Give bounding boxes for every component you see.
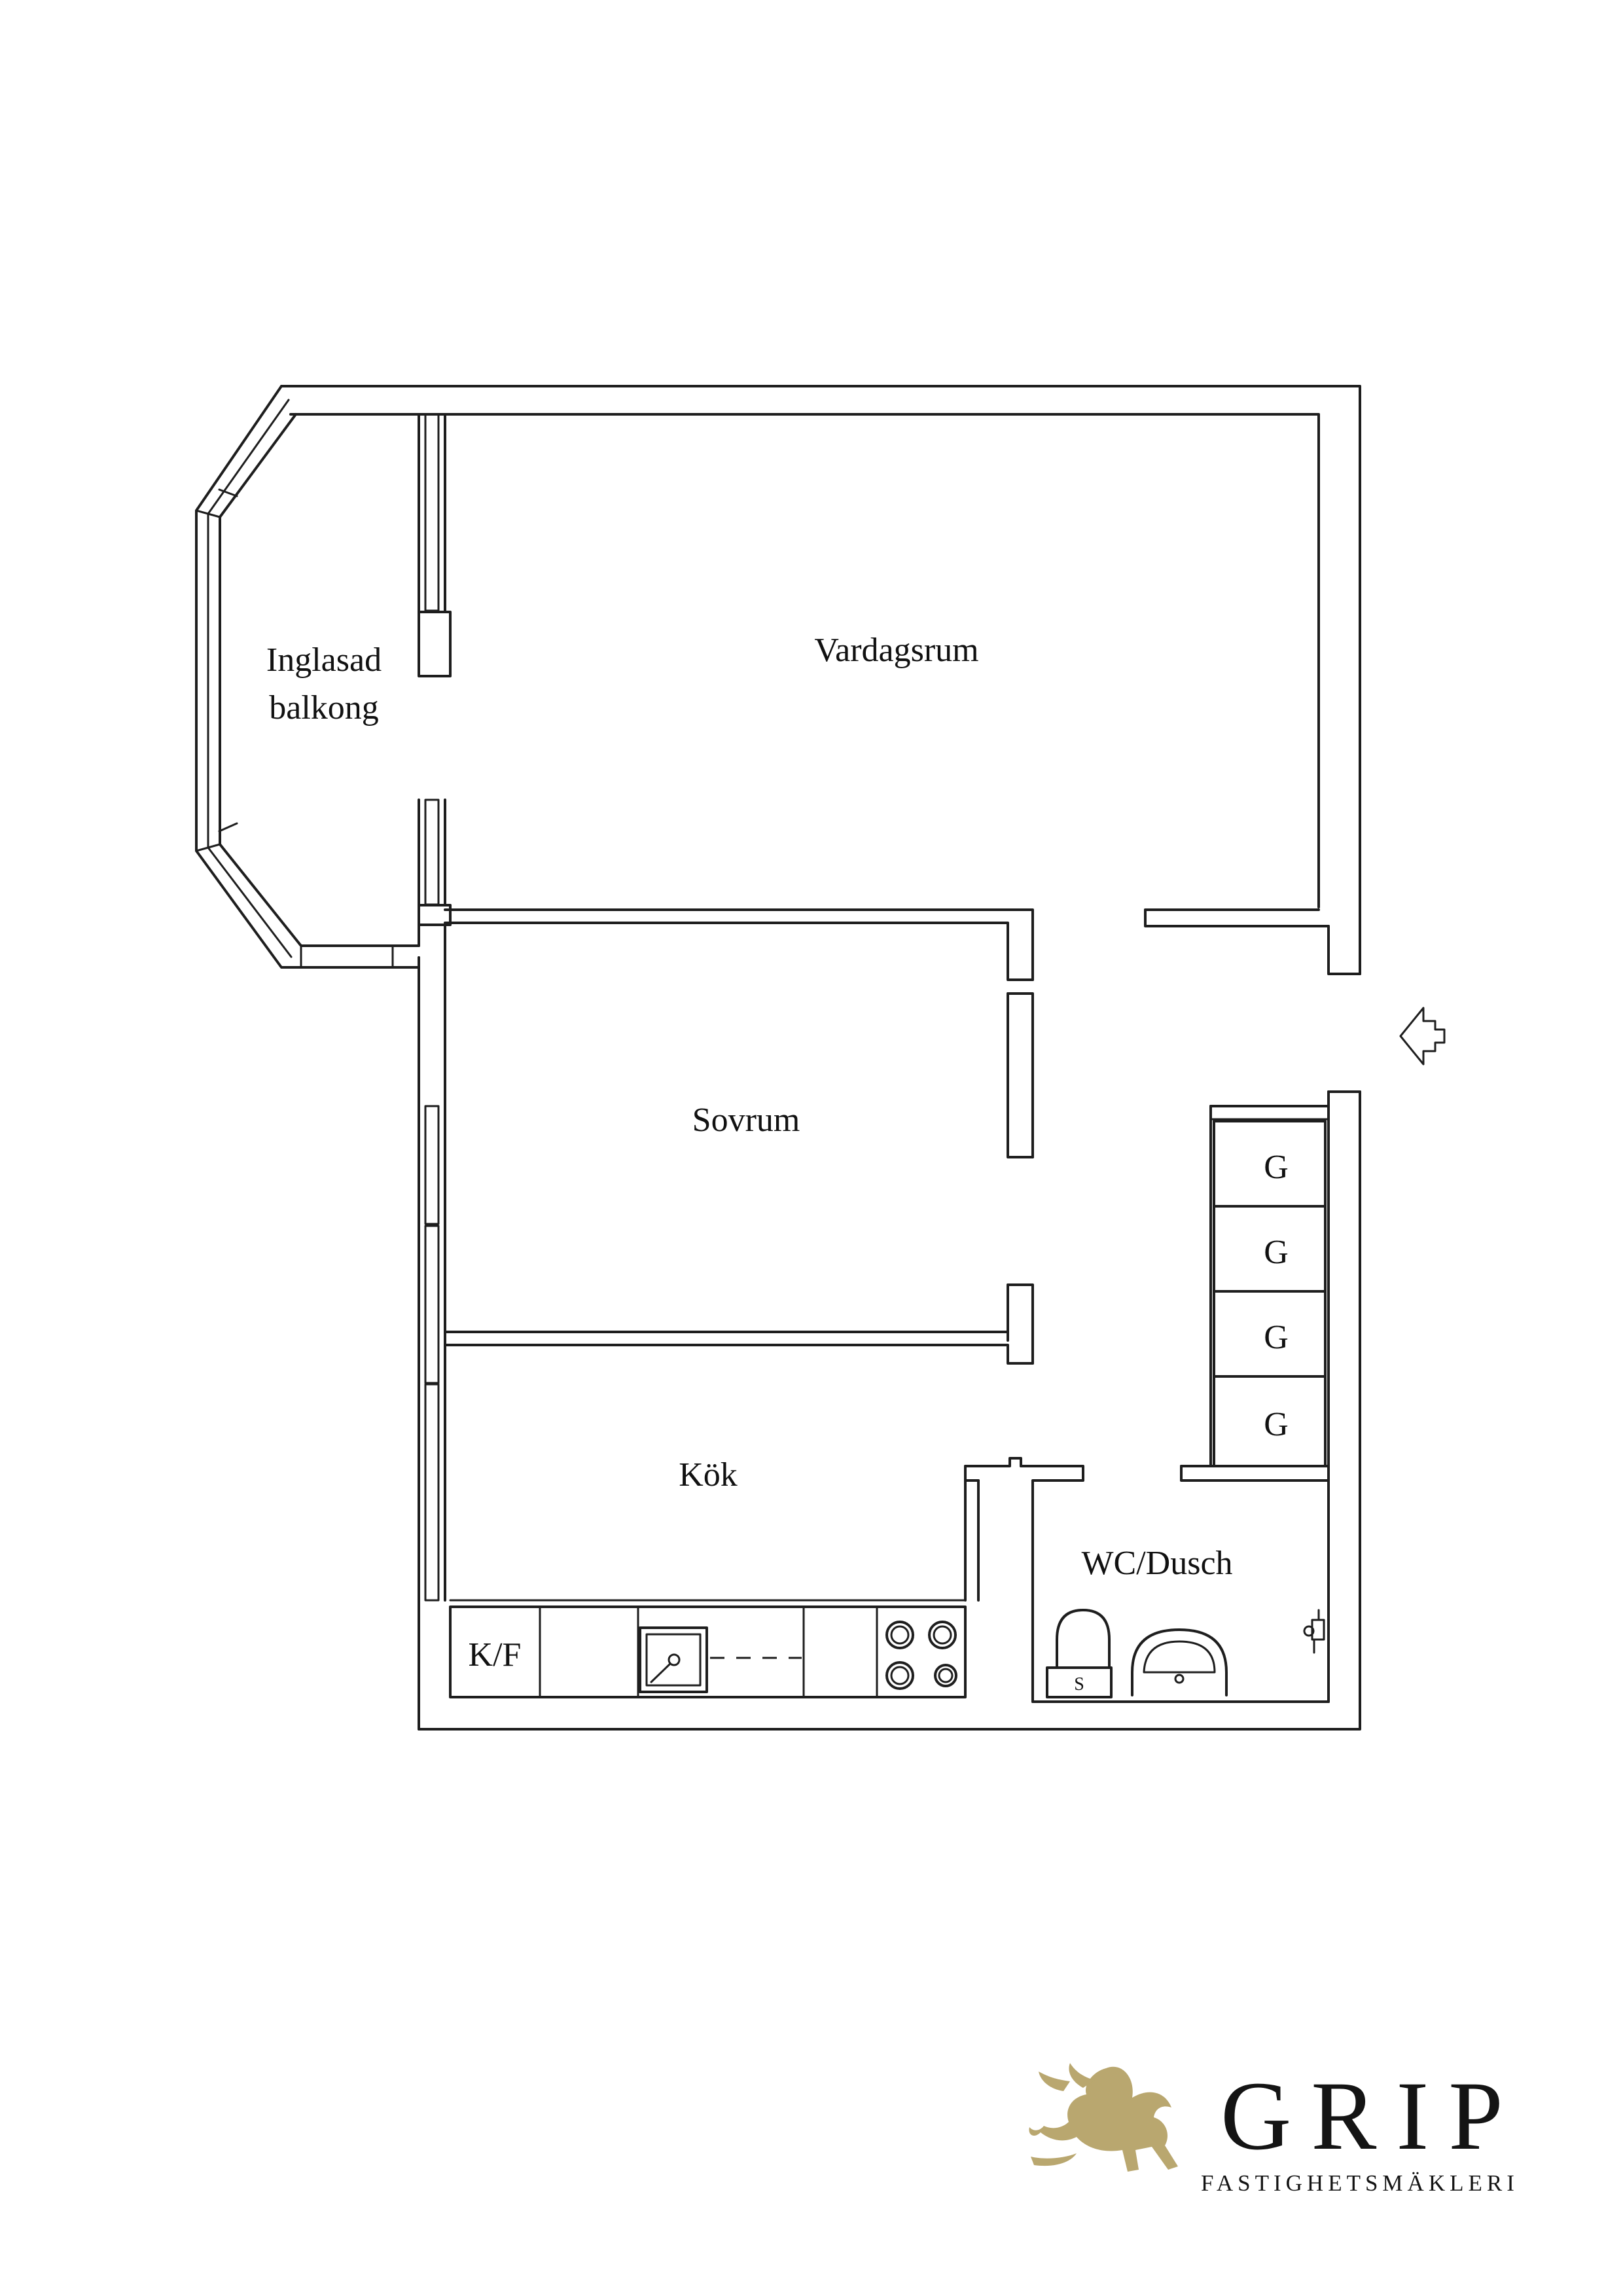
enclosed-balcony <box>195 385 420 969</box>
entrance-arrow-icon <box>1399 1007 1446 1066</box>
toilet-icon <box>1046 1609 1113 1698</box>
left-wall <box>418 413 452 1602</box>
wardrobe-label: G <box>1264 1406 1289 1443</box>
sink-icon <box>639 1626 708 1693</box>
interior-walls <box>444 908 1330 1703</box>
outer-wall <box>280 385 1361 1731</box>
balcony-label-line1: Inglasad <box>266 641 382 679</box>
wardrobe-label: G <box>1264 1234 1289 1271</box>
washbasin-icon <box>1131 1628 1228 1696</box>
kitchen-counter <box>449 1599 967 1698</box>
bathroom-label: WC/Dusch <box>1081 1545 1232 1582</box>
fridge-freezer-label: K/F <box>469 1636 522 1674</box>
living-room-label: Vardagsrum <box>814 632 978 669</box>
logo-name: GRIP <box>1221 2062 1523 2170</box>
shower-label: S <box>1074 1674 1084 1695</box>
balcony-label-line2: balkong <box>269 689 379 726</box>
room-labels: Inglasad balkong Vardagsrum Sovrum Kök W… <box>266 632 1289 1695</box>
shower-head-icon <box>1303 1609 1325 1654</box>
logo-tagline: FASTIGHETSMÄKLERI <box>1201 2170 1519 2196</box>
kitchen-label: Kök <box>679 1456 738 1494</box>
griffin-icon <box>1029 2063 1178 2172</box>
wardrobe-label: G <box>1264 1149 1289 1186</box>
stove-icon <box>885 1621 957 1690</box>
bedroom-label: Sovrum <box>692 1102 800 1139</box>
wardrobe-block <box>1209 1090 1330 1467</box>
wardrobe-label: G <box>1264 1319 1289 1356</box>
bathroom-fixtures <box>1046 1609 1325 1698</box>
